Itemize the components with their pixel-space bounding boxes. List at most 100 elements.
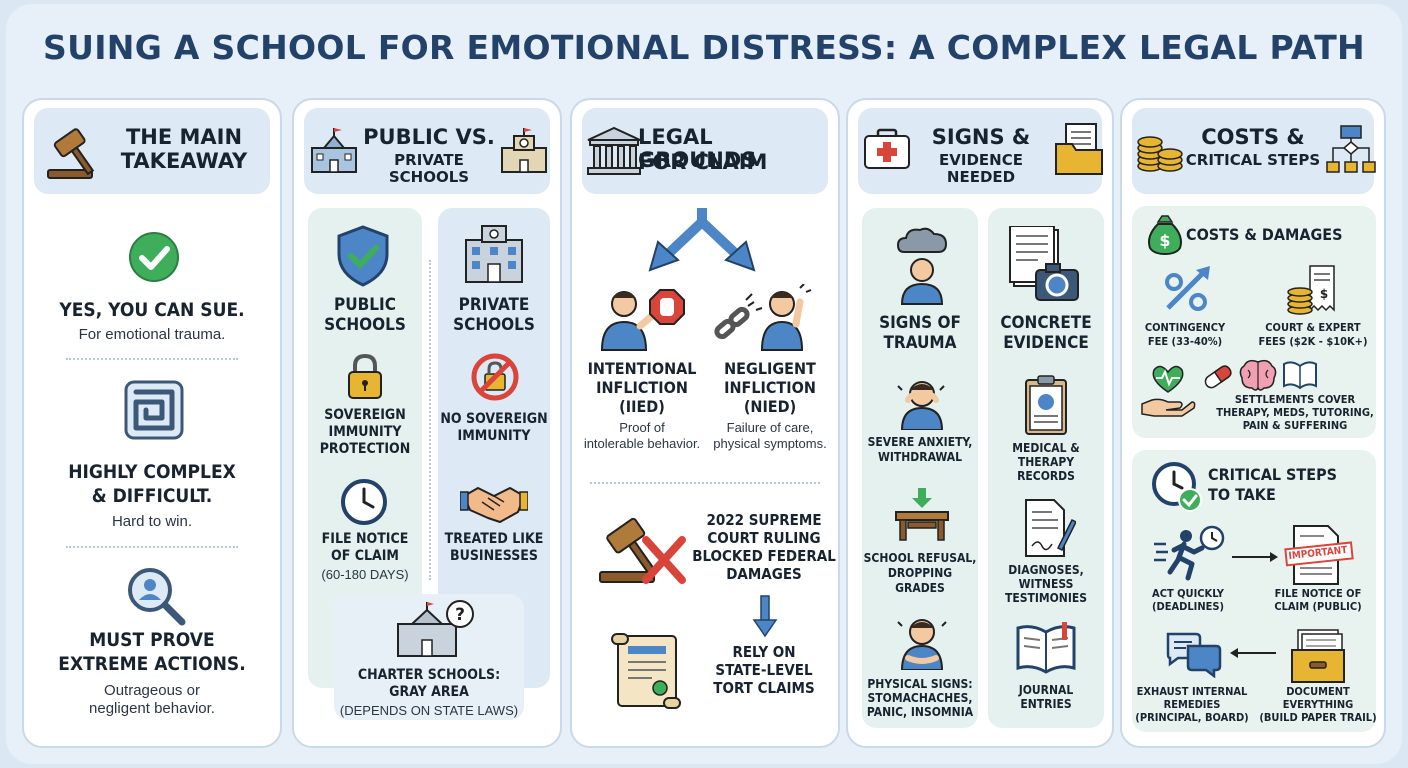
down-arrow-icon — [752, 595, 778, 638]
charter-sub: (DEPENDS ON STATE LAWS) — [339, 703, 519, 718]
column-legal-grounds: LEGAL GROUNDS FOR CLAIM INTENTIONAL INFL… — [570, 98, 840, 748]
folder-documents-icon — [1055, 123, 1103, 175]
file-notice-days: (60-180 DAYS) — [321, 567, 409, 582]
column-public-private: PUBLIC VS. PRIVATE SCHOOLS PUBLIC SCHOOL… — [292, 98, 562, 748]
ev3-line2: ENTRIES — [1020, 697, 1072, 711]
page-title: SUING A SCHOOL FOR EMOTIONAL DISTRESS: A… — [43, 28, 1365, 67]
charter-title-line1: CHARTER SCHOOLS: — [357, 667, 501, 683]
settlements-line1: SETTLEMENTS COVER — [1234, 393, 1356, 406]
broken-chain-person-icon — [714, 284, 812, 351]
file-notice-line1: FILE NOTICE — [321, 531, 409, 547]
nied-title-line2: INFLICTION — [724, 378, 816, 397]
gavel-icon — [47, 128, 95, 179]
public-title-line2: SCHOOLS — [324, 315, 406, 335]
column-header-line1: LEGAL GROUNDS — [638, 125, 757, 173]
private-title-line1: PRIVATE — [458, 295, 530, 315]
percent-arrow-icon — [1165, 266, 1210, 311]
steps-title-line2: TO TAKE — [1208, 485, 1276, 504]
act-quickly-line1: ACT QUICKLY — [1152, 587, 1224, 600]
ev1-line1: MEDICAL & — [1012, 441, 1080, 455]
maze-icon — [124, 380, 184, 440]
rely-line3: TORT CLAIMS — [713, 679, 815, 697]
court-fees-line1: COURT & EXPERT — [1265, 321, 1361, 334]
file-cabinet-icon — [1291, 629, 1345, 683]
evidence-title-line1: CONCRETE — [1000, 313, 1092, 333]
takeaway-1-title: YES, YOU CAN SUE. — [59, 299, 245, 321]
clipboard-medical-icon — [1025, 375, 1067, 435]
signs-title-line1: SIGNS OF — [879, 313, 961, 333]
ev1-line3: RECORDS — [1017, 469, 1075, 483]
takeaway-1-sub: For emotional trauma. — [78, 326, 226, 343]
takeaway-3-title-line2: EXTREME ACTIONS. — [58, 653, 246, 675]
heart-hand-icon — [1141, 365, 1196, 417]
column-header-line2: CRITICAL STEPS — [1185, 151, 1321, 169]
person-cloud-icon — [896, 227, 948, 305]
brain-icon — [1239, 359, 1277, 391]
contingency-line2: FEE (33-40%) — [1147, 335, 1223, 348]
column-main-takeaway: THE MAIN TAKEAWAY YES, YOU CAN SUE. For … — [22, 98, 282, 748]
document-camera-icon — [1009, 226, 1079, 301]
anxious-person-icon — [897, 381, 945, 430]
nied-sub-line1: Failure of care, — [726, 420, 814, 435]
school-clock-icon — [501, 128, 547, 173]
charter-school-question-icon: ? — [397, 600, 474, 657]
nied-title-line3: (NIED) — [743, 397, 797, 416]
first-aid-kit-icon — [864, 128, 910, 169]
building-icon — [465, 225, 523, 283]
handshake-icon — [460, 487, 528, 523]
rely-line2: STATE-LEVEL — [715, 661, 813, 679]
no-lock-icon — [471, 353, 519, 401]
takeaway-3-title-line1: MUST PROVE — [89, 629, 215, 651]
column-header-line1: THE MAIN — [125, 125, 243, 149]
nied-sub-line2: physical symptoms. — [713, 436, 827, 451]
document-stamp-icon — [1284, 525, 1354, 585]
court-fees-line2: FEES ($2K - $10K+) — [1258, 335, 1368, 348]
sign3-line3: PANIC, INSOMNIA — [866, 705, 974, 719]
stomachache-person-icon — [897, 619, 947, 670]
exhaust-line3: (PRINCIPAL, BOARD) — [1135, 711, 1249, 724]
signs-title-line2: TRAUMA — [883, 333, 957, 353]
takeaway-2-sub: Hard to win. — [111, 513, 193, 530]
sign3-line1: PHYSICAL SIGNS: — [867, 677, 973, 691]
magnifier-person-icon — [128, 568, 186, 626]
evidence-title-line2: EVIDENCE — [1003, 333, 1089, 353]
column-header-line1: SIGNS & — [931, 125, 1031, 149]
ev2-line1: DIAGNOSES, — [1008, 563, 1084, 577]
no-sovereign-line2: IMMUNITY — [457, 428, 531, 444]
padlock-icon — [348, 353, 382, 399]
iied-sub-line2: intolerable behavior. — [583, 436, 701, 451]
column-header-line2: FOR CLAIM — [638, 150, 768, 174]
school-building-icon — [311, 128, 357, 173]
file-notice-claim-line2: CLAIM (PUBLIC) — [1274, 600, 1362, 613]
left-arrow-icon — [1230, 648, 1276, 658]
stop-person-icon — [600, 289, 685, 351]
book-icon — [1283, 361, 1317, 390]
iied-title-line2: INFLICTION — [596, 378, 688, 397]
sovereign-immunity-line3: PROTECTION — [319, 441, 411, 457]
column-header-line1: PUBLIC VS. — [363, 125, 495, 149]
svg-text:$: $ — [1159, 231, 1170, 250]
sign2-line1: SCHOOL REFUSAL, — [863, 551, 977, 565]
iied-sub-line1: Proof of — [619, 420, 665, 435]
column-costs-steps: COSTS & CRITICAL STEPS $ COSTS & DAMAGES… — [1120, 98, 1386, 748]
divider — [590, 482, 820, 484]
sovereign-immunity-line1: SOVEREIGN — [324, 407, 406, 423]
gavel-blocked-icon — [599, 517, 686, 584]
column-header-line1: COSTS & — [1201, 125, 1305, 149]
money-bag-icon: $ — [1148, 215, 1182, 256]
file-notice-line2: OF CLAIM — [331, 548, 399, 564]
iied-title-line3: (IIED) — [619, 397, 665, 416]
contingency-line1: CONTINGENCY — [1144, 321, 1226, 334]
open-book-icon — [1016, 622, 1076, 674]
clock-icon — [341, 479, 387, 525]
ruling-line3: BLOCKED FEDERAL — [692, 547, 836, 565]
sign1-line2: WITHDRAWAL — [877, 450, 963, 464]
check-circle-icon — [129, 232, 179, 282]
svg-text:$: $ — [1320, 287, 1328, 301]
column-header-line2: EVIDENCE NEEDED — [939, 151, 1023, 186]
running-person-icon — [1154, 525, 1225, 581]
chat-bubbles-icon — [1166, 632, 1222, 678]
document-everything-line3: (BUILD PAPER TRAIL) — [1259, 711, 1377, 724]
sign3-line2: STOMACHACHES, — [867, 691, 973, 705]
ruling-line4: DAMAGES — [726, 565, 802, 583]
